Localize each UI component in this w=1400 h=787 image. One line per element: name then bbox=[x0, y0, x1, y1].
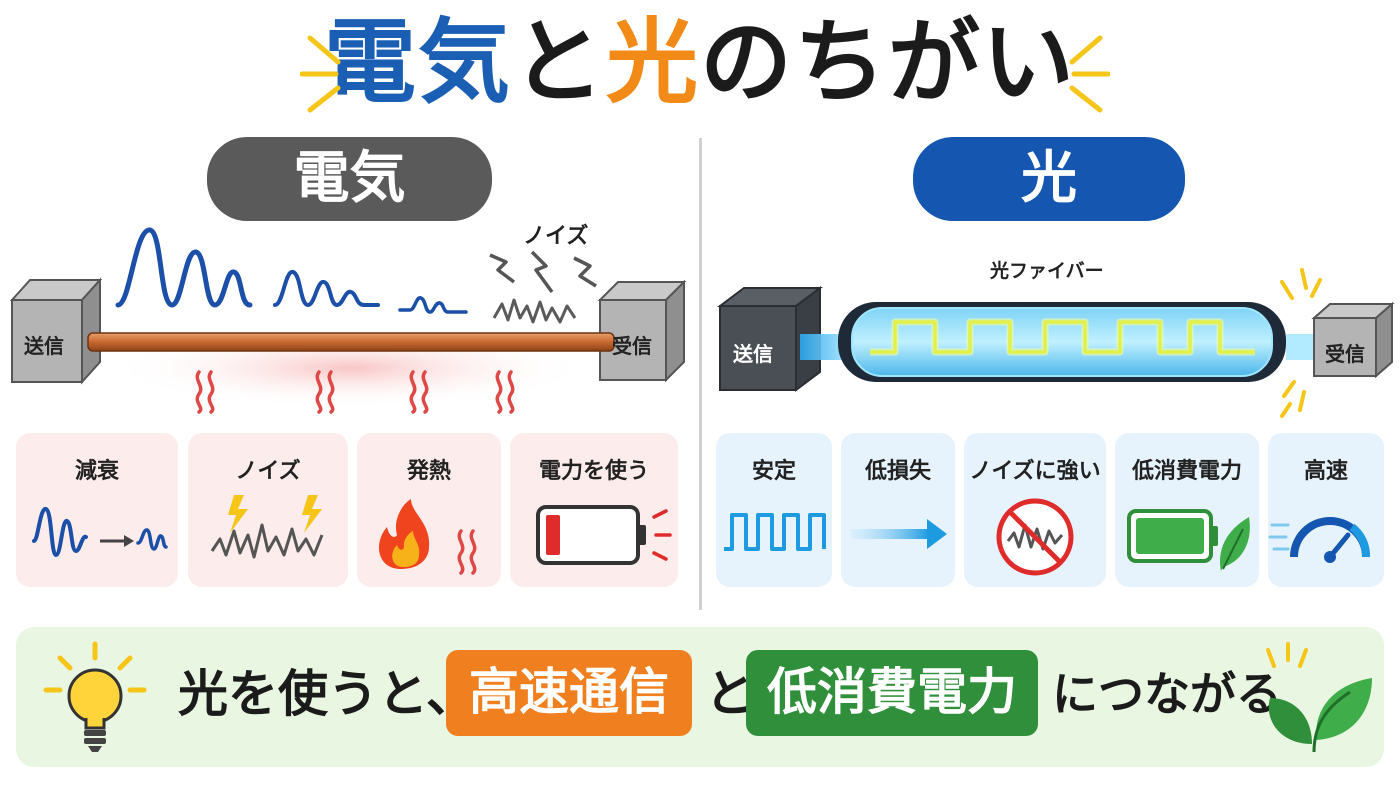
speedometer-icon bbox=[1268, 517, 1370, 563]
lightning-icon bbox=[530, 250, 554, 294]
arrow-right-icon bbox=[851, 519, 947, 549]
card-low-loss: 低損失 bbox=[841, 433, 955, 587]
signal-wave-mid bbox=[273, 270, 380, 308]
square-wave-icon bbox=[724, 513, 826, 551]
summary-banner bbox=[16, 627, 1384, 767]
digital-light-signal bbox=[870, 320, 1255, 354]
sparkle-icon bbox=[1069, 35, 1110, 113]
electric-send-label: 送信 bbox=[24, 334, 64, 358]
summary-text-3: につながる bbox=[1052, 667, 1282, 721]
highlight-high-speed: 高速通信 bbox=[446, 650, 692, 736]
attenuation-wave-icon bbox=[32, 506, 168, 558]
battery-full-icon bbox=[1127, 509, 1250, 571]
card-high-speed: 高速 bbox=[1268, 433, 1384, 587]
signal-wave-strong bbox=[115, 227, 253, 308]
summary-text-1: 光を使うと、 bbox=[178, 665, 476, 723]
noise-zigzag bbox=[492, 298, 577, 324]
sprout-icon bbox=[1266, 642, 1372, 753]
center-divider bbox=[699, 138, 702, 610]
card-noise: ノイズ bbox=[188, 433, 348, 587]
optical-receive-label: 受信 bbox=[1325, 342, 1365, 366]
card-low-power: 低消費電力 bbox=[1115, 433, 1259, 587]
copper-cable bbox=[87, 332, 615, 352]
card-label: 発熱 bbox=[406, 459, 451, 484]
card-heat: 発熱 bbox=[357, 433, 501, 587]
no-noise-icon bbox=[996, 498, 1074, 576]
card-label: 電力を使う bbox=[538, 459, 649, 484]
title-difference: のちがい bbox=[700, 9, 1077, 116]
sparkle-icon bbox=[1280, 268, 1322, 418]
electric-receive-label: 受信 bbox=[612, 334, 652, 358]
electric-cable-scene bbox=[9, 227, 687, 414]
card-label: 安定 bbox=[751, 459, 796, 484]
lightbulb-icon bbox=[43, 641, 147, 752]
title-electric: 電気 bbox=[323, 9, 512, 116]
card-power-use: 電力を使う bbox=[510, 433, 678, 587]
battery-low-icon bbox=[536, 505, 672, 565]
title-light: 光 bbox=[606, 9, 701, 116]
sparkle-icon bbox=[300, 35, 341, 113]
lightning-icon bbox=[489, 253, 516, 284]
electric-header: 電気 bbox=[207, 137, 492, 221]
lightning-icon bbox=[573, 256, 597, 288]
optical-send-label: 送信 bbox=[733, 342, 773, 366]
optical-fiber-scene bbox=[717, 268, 1395, 418]
card-label: 高速 bbox=[1303, 459, 1348, 484]
card-stable: 安定 bbox=[716, 433, 832, 587]
flame-icon bbox=[378, 499, 477, 575]
noise-icon bbox=[210, 495, 324, 559]
highlight-low-power: 低消費電力 bbox=[746, 650, 1038, 736]
card-label: 低損失 bbox=[864, 459, 931, 484]
receiver-box bbox=[1311, 301, 1395, 379]
card-noise-resistant: ノイズに強い bbox=[964, 433, 1106, 587]
card-label: 低消費電力 bbox=[1131, 459, 1242, 484]
fiber-core bbox=[851, 307, 1273, 377]
sender-box bbox=[9, 277, 103, 385]
signal-wave-weak bbox=[398, 296, 468, 314]
page-title: 電気と光のちがい bbox=[0, 8, 1400, 118]
fiber-label: 光ファイバー bbox=[990, 260, 1104, 282]
card-attenuation: 減衰 bbox=[16, 433, 178, 587]
card-label: 減衰 bbox=[74, 459, 119, 484]
optical-header: 光 bbox=[913, 137, 1185, 221]
noise-label: ノイズ bbox=[523, 224, 589, 249]
card-label: ノイズに強い bbox=[969, 459, 1101, 484]
title-to: と bbox=[511, 9, 606, 116]
card-label: ノイズ bbox=[235, 459, 301, 484]
heat-icon bbox=[195, 370, 515, 414]
